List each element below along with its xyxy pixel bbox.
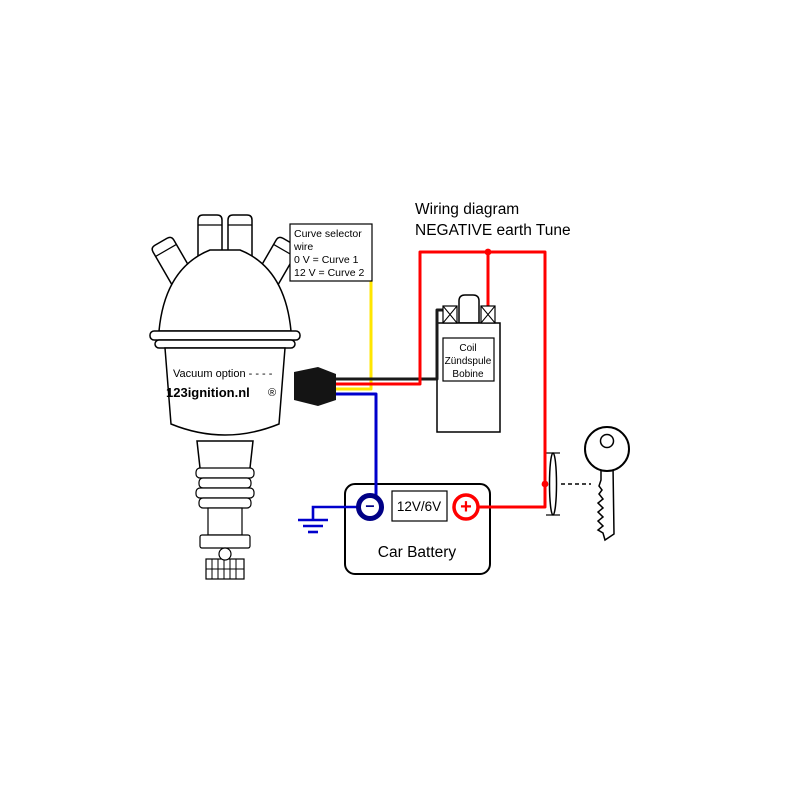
distributor-body xyxy=(164,347,286,436)
wire-junction-dot-coil xyxy=(484,248,492,256)
ignition-key-switch xyxy=(546,426,630,542)
key-shaft xyxy=(596,465,615,542)
coil-label-fr: Bobine xyxy=(452,369,484,380)
brand-label: 123ignition.nl xyxy=(166,385,250,400)
curve-selector-line3: 0 V = Curve 1 xyxy=(294,254,359,266)
coil-label-box xyxy=(442,337,495,382)
coil-terminal-negative xyxy=(442,305,458,324)
curve-selector-outline xyxy=(289,223,373,282)
curve-selector-line1: Curve selector xyxy=(294,228,362,240)
coil-ht-tower xyxy=(458,294,480,324)
battery-voltage-box xyxy=(391,490,448,522)
shaft-rib-4 xyxy=(198,497,252,509)
cap-tower-left-line xyxy=(155,243,177,257)
curve-selector-line2: wire xyxy=(293,241,313,253)
cap-rim-upper xyxy=(149,330,301,341)
distributor-cap-dome xyxy=(158,249,292,332)
coil-label-en: Coil xyxy=(459,343,476,354)
coil-terminals xyxy=(442,305,496,324)
battery-negative-sign: − xyxy=(365,499,374,516)
wire-black-coil-negative xyxy=(334,308,446,381)
shaft-rib-3 xyxy=(195,487,255,499)
ground-symbol xyxy=(298,505,357,534)
ignition-coil: Coil Zündspule Bobine xyxy=(436,294,501,433)
key-head xyxy=(584,426,630,472)
coil-terminal-positive-cross xyxy=(480,305,496,324)
wire-red-positive xyxy=(334,250,547,509)
shaft-pin xyxy=(218,547,232,561)
battery-terminals: − + xyxy=(356,493,480,521)
curve-selector-line4: 12 V = Curve 2 xyxy=(294,267,364,279)
shaft-rib-1 xyxy=(195,467,255,479)
wire-junction-dot-switch xyxy=(541,480,549,488)
distributor-shaft xyxy=(207,507,243,536)
title-line1: Wiring diagram xyxy=(415,201,519,218)
diagram-title: Wiring diagram NEGATIVE earth Tune xyxy=(415,201,571,239)
wire-yellow-curve-selector xyxy=(334,281,373,391)
coil-terminal-positive xyxy=(480,305,496,324)
wire-blue-battery-negative xyxy=(334,392,378,497)
coil-label-de: Zündspule xyxy=(445,356,492,367)
vacuum-option-label: Vacuum option - - - - xyxy=(173,368,273,380)
key-head-hole xyxy=(599,433,615,449)
cap-rim-lower xyxy=(154,339,296,349)
battery-positive-sign: + xyxy=(460,496,472,518)
ground-lead xyxy=(311,505,357,520)
battery-name-label: Car Battery xyxy=(378,544,457,561)
shaft-rib-2 xyxy=(198,477,252,489)
wiring xyxy=(334,248,549,509)
switch-contact-plate xyxy=(548,452,558,516)
battery-voltage-label: 12V/6V xyxy=(397,499,441,514)
curve-selector-box: Curve selector wire 0 V = Curve 1 12 V =… xyxy=(289,223,373,282)
coil-terminal-negative-cross xyxy=(442,305,458,324)
shaft-collar xyxy=(199,534,251,549)
drive-gear-teeth xyxy=(206,559,244,579)
registered-mark: ® xyxy=(268,387,276,399)
battery-positive-terminal xyxy=(452,493,480,521)
battery-negative-terminal xyxy=(356,493,384,521)
title-line2: NEGATIVE earth Tune xyxy=(415,222,571,239)
wire-connector-plug xyxy=(294,367,336,406)
distributor: Vacuum option - - - - 123ignition.nl ® xyxy=(149,214,336,580)
